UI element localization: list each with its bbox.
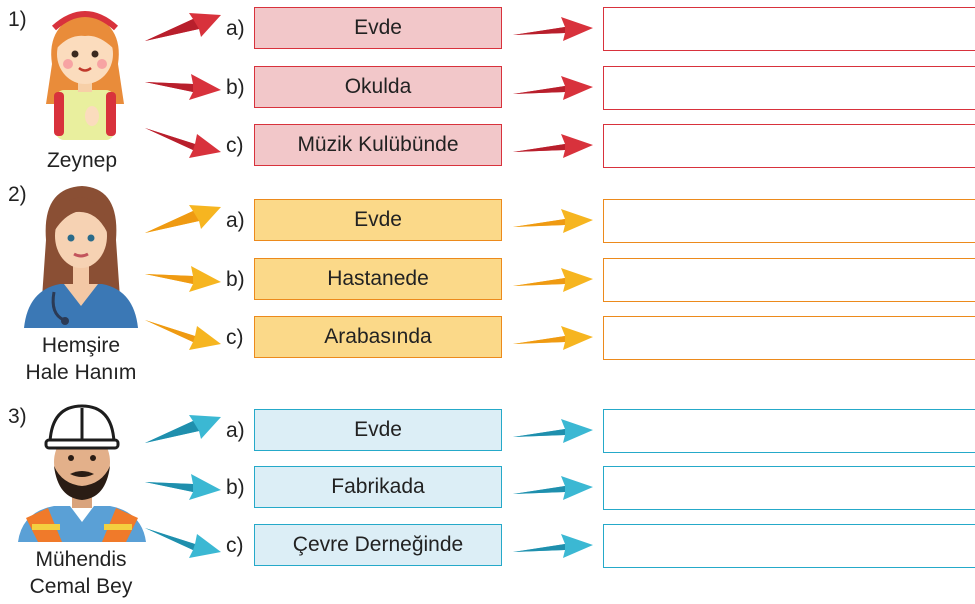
option-label: Arabasında bbox=[254, 316, 502, 358]
option-letter: b) bbox=[226, 268, 245, 291]
arrow-right-icon bbox=[145, 74, 221, 100]
engineer-icon bbox=[18, 400, 146, 542]
section-number: 2) bbox=[8, 183, 27, 206]
arrow-right-icon bbox=[145, 266, 221, 292]
option-letter: a) bbox=[226, 17, 245, 40]
option-row-c: c) Arabasında bbox=[0, 316, 975, 360]
nurse-icon bbox=[20, 180, 142, 328]
option-label: Hastanede bbox=[254, 258, 502, 300]
option-label: Evde bbox=[254, 7, 502, 49]
answer-field[interactable] bbox=[603, 199, 975, 243]
option-letter: a) bbox=[226, 209, 245, 232]
option-label: Müzik Kulübünde bbox=[254, 124, 502, 166]
option-letter: a) bbox=[226, 419, 245, 442]
section-number: 1) bbox=[8, 8, 27, 31]
arrow-right-icon bbox=[145, 528, 221, 558]
option-row-b: b) Okulda bbox=[0, 66, 975, 110]
option-label: Evde bbox=[254, 409, 502, 451]
arrow-right-icon bbox=[145, 474, 221, 500]
answer-field[interactable] bbox=[603, 524, 975, 568]
person-name: Hemşire Hale Hanım bbox=[25, 334, 137, 384]
answer-field[interactable] bbox=[603, 66, 975, 110]
arrow-right-icon bbox=[145, 205, 221, 233]
option-letter: c) bbox=[226, 326, 244, 349]
option-letter: b) bbox=[226, 76, 245, 99]
option-row-a: a) Evde bbox=[0, 7, 975, 51]
option-label: Okulda bbox=[254, 66, 502, 108]
arrow-right-icon bbox=[513, 419, 593, 443]
arrow-right-icon bbox=[145, 13, 221, 41]
arrow-right-icon bbox=[513, 534, 593, 558]
option-label: Fabrikada bbox=[254, 466, 502, 508]
answer-field[interactable] bbox=[603, 124, 975, 168]
option-row-c: c) Müzik Kulübünde bbox=[0, 124, 975, 168]
option-letter: c) bbox=[226, 134, 244, 157]
arrow-right-icon bbox=[513, 268, 593, 292]
person-name: Mühendis Cemal Bey bbox=[29, 548, 133, 598]
answer-field[interactable] bbox=[603, 7, 975, 51]
answer-field[interactable] bbox=[603, 316, 975, 360]
person-name: Zeynep bbox=[46, 149, 118, 172]
arrow-right-icon bbox=[513, 76, 593, 100]
option-label: Çevre Derneğinde bbox=[254, 524, 502, 566]
arrow-right-icon bbox=[513, 17, 593, 41]
answer-field[interactable] bbox=[603, 409, 975, 453]
option-row-b: b) Fabrikada bbox=[0, 466, 975, 510]
arrow-right-icon bbox=[513, 209, 593, 233]
option-label: Evde bbox=[254, 199, 502, 241]
section-number: 3) bbox=[8, 405, 27, 428]
arrow-right-icon bbox=[513, 326, 593, 350]
option-row-c: c) Çevre Derneğinde bbox=[0, 524, 975, 568]
arrow-right-icon bbox=[513, 134, 593, 158]
option-row-a: a) Evde bbox=[0, 199, 975, 243]
arrow-right-icon bbox=[145, 128, 221, 158]
arrow-right-icon bbox=[145, 415, 221, 443]
arrow-right-icon bbox=[145, 320, 221, 350]
arrow-right-icon bbox=[513, 476, 593, 500]
girl-student-icon bbox=[38, 4, 132, 142]
option-row-b: b) Hastanede bbox=[0, 258, 975, 302]
answer-field[interactable] bbox=[603, 466, 975, 510]
answer-field[interactable] bbox=[603, 258, 975, 302]
option-row-a: a) Evde bbox=[0, 409, 975, 453]
option-letter: b) bbox=[226, 476, 245, 499]
option-letter: c) bbox=[226, 534, 244, 557]
